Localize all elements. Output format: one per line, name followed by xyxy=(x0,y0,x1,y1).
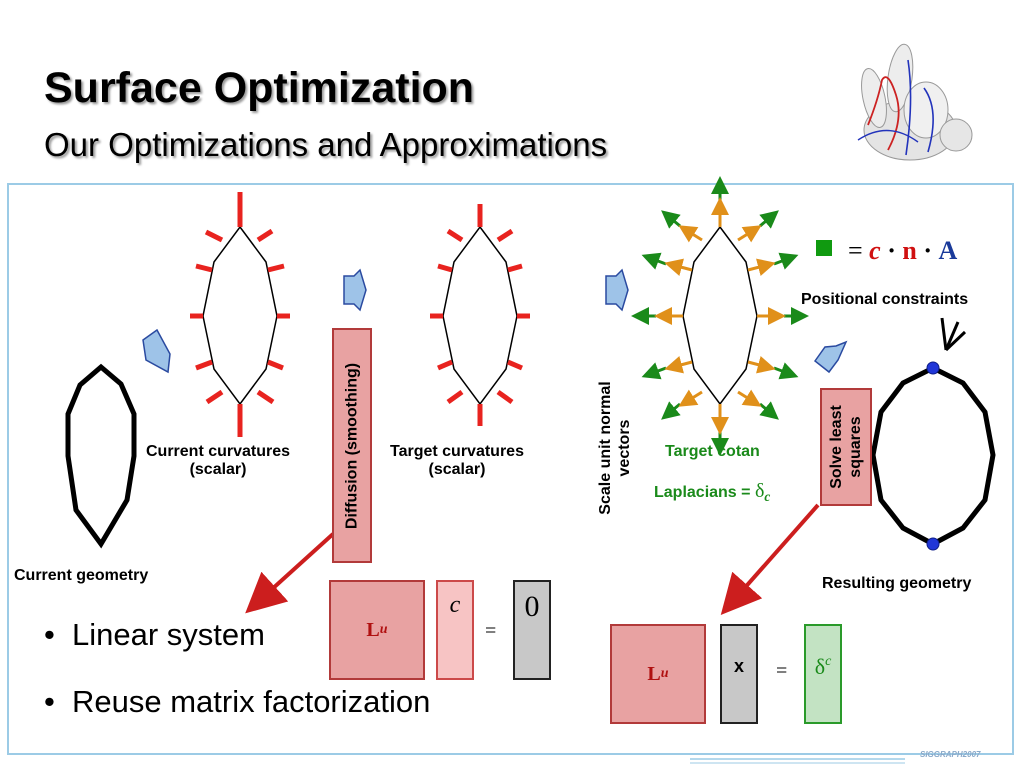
vector-zero-system1: 0 xyxy=(513,580,551,680)
bunny-logo-icon xyxy=(857,43,973,161)
bullet-dot-icon: • xyxy=(44,684,55,719)
formula-A: A xyxy=(938,236,958,265)
scale-normal-text: Scale unit normal vectors xyxy=(596,381,634,514)
current-curvatures-shape xyxy=(190,192,290,437)
constraint-point-top xyxy=(926,361,940,375)
flow-arrow-3 xyxy=(605,268,629,312)
formula-c: c xyxy=(869,236,881,265)
diagram-frame xyxy=(7,183,1014,755)
current-curvatures-label: Current curvatures (scalar) xyxy=(146,443,290,479)
bullet-item: • Reuse matrix factorization xyxy=(44,684,430,720)
resulting-geometry-shape xyxy=(870,365,996,547)
siggraph-logo: SIGGRAPH2007 xyxy=(920,750,981,759)
system1-L-sub: u xyxy=(379,622,388,637)
pointer-arrow-right xyxy=(720,503,820,615)
current-geometry-label: Current geometry xyxy=(14,567,149,584)
current-curvatures-sub: (scalar) xyxy=(189,461,247,478)
system2-L: L xyxy=(647,662,661,685)
system1-c: c xyxy=(449,592,461,618)
laplacians-text: Laplacians = xyxy=(654,484,755,501)
target-curvatures-shape xyxy=(430,204,530,426)
system2-equals: = xyxy=(776,660,788,682)
scale-normal-label: Scale unit normal vectors xyxy=(585,360,645,535)
system2-L-sub: u xyxy=(660,666,669,681)
flow-arrow-4 xyxy=(813,340,848,374)
formula-dot1: · xyxy=(887,236,896,265)
scale-normal-line1: Scale unit normal xyxy=(597,380,614,515)
normal-formula: = c · n · A xyxy=(848,236,957,266)
system1-equals: = xyxy=(485,620,497,642)
system2-x: x xyxy=(733,656,744,676)
delta-subscript: c xyxy=(764,489,771,505)
flow-arrow-2 xyxy=(343,268,367,312)
bullet-text-2: Reuse matrix factorization xyxy=(72,684,431,719)
diffusion-box: Diffusion (smoothing) xyxy=(332,328,372,563)
bullet-item: • Linear system xyxy=(44,617,265,653)
laplacians-label: Laplacians = δc xyxy=(654,480,770,505)
diffusion-text: Diffusion (smoothing) xyxy=(343,362,361,529)
delta-symbol: δ xyxy=(754,480,765,502)
slide-subtitle: Our Optimizations and Approximations xyxy=(44,126,608,163)
vector-x-system2: x xyxy=(720,624,758,724)
vector-c-system1: c xyxy=(436,580,474,680)
target-curvatures-sub: (scalar) xyxy=(428,461,486,478)
target-laplacians-shape xyxy=(631,176,809,456)
green-square-icon xyxy=(816,240,832,256)
bullet-dot-icon: • xyxy=(44,617,55,652)
solve-least-line1: Solve least xyxy=(828,405,845,489)
solve-least-line2: squares xyxy=(847,416,864,478)
system2-delta: δ xyxy=(814,654,826,679)
target-curvatures-label: Target curvatures (scalar) xyxy=(390,443,524,479)
solve-least-squares-box: Solve least squares xyxy=(820,388,872,506)
formula-n: n xyxy=(902,236,917,265)
system2-delta-sub: c xyxy=(825,654,832,669)
flow-arrow-1 xyxy=(142,328,171,374)
current-geometry-shape xyxy=(65,363,137,549)
slide-title: Surface Optimization xyxy=(44,64,475,112)
solve-least-text: Solve least squares xyxy=(827,405,865,489)
formula-equals: = xyxy=(848,236,863,265)
system1-zero: 0 xyxy=(524,590,540,623)
current-curvatures-text: Current curvatures xyxy=(146,443,291,460)
formula-dot2: · xyxy=(923,236,933,265)
constraint-point-bottom xyxy=(926,537,940,551)
positional-constraints-label: Positional constraints xyxy=(801,291,969,308)
pointer-arrow-left xyxy=(245,532,335,614)
system1-L: L xyxy=(366,618,380,641)
bullet-text-1: Linear system xyxy=(72,617,265,652)
scale-normal-line2: vectors xyxy=(616,419,633,476)
resulting-geometry-label: Resulting geometry xyxy=(822,575,972,592)
target-cotan-label: Target cotan xyxy=(665,443,760,460)
target-curvatures-text: Target curvatures xyxy=(390,443,524,460)
pin-icon xyxy=(940,317,967,352)
